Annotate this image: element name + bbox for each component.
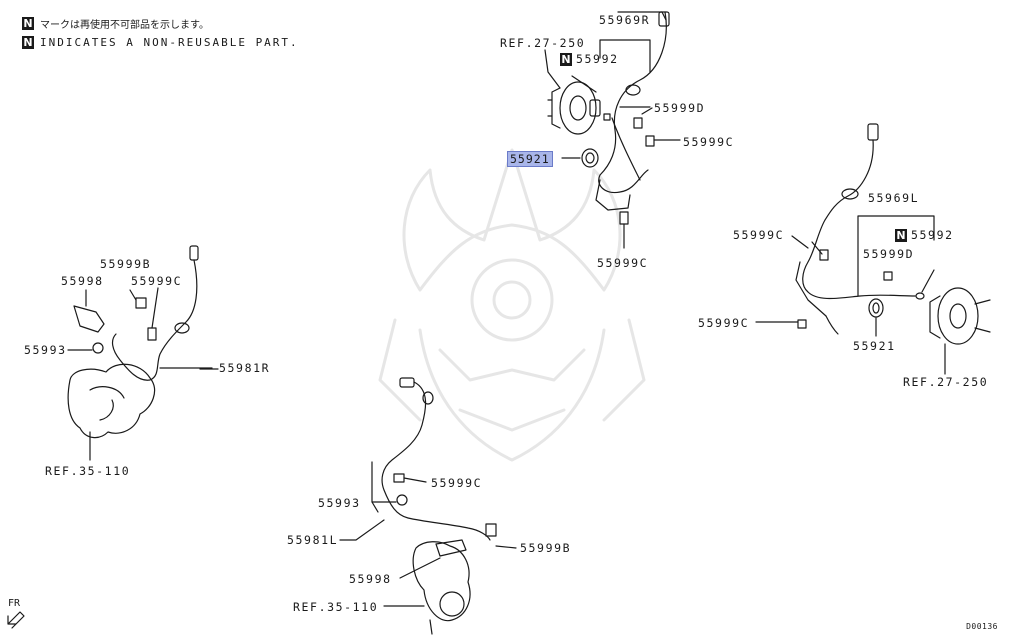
non-reusable-badge: N (22, 17, 34, 30)
non-reusable-badge: N (895, 228, 907, 242)
part-55999D-top[interactable]: 55999D (654, 101, 706, 115)
part-55999B-left[interactable]: 55999B (100, 257, 152, 271)
part-55981L[interactable]: 55981L (287, 533, 339, 547)
part-55999D-right[interactable]: 55999D (863, 247, 915, 261)
ref-27-250-right[interactable]: REF.27-250 (903, 375, 989, 389)
part-number-text: 55992 (576, 52, 619, 66)
part-55981R[interactable]: 55981R (219, 361, 271, 375)
watermark-emblem (378, 148, 646, 462)
leader-lines (199, 106, 651, 370)
front-right-sensor-assembly (544, 11, 681, 249)
part-55999C-bottom[interactable]: 55999C (431, 476, 483, 490)
front-left-knuckle-assembly (67, 245, 213, 461)
part-number-text: 55992 (911, 228, 954, 242)
ref-35-110-bottom[interactable]: REF.35-110 (293, 600, 379, 614)
part-55969R[interactable]: 55969R (599, 13, 651, 27)
part-55999C-left[interactable]: 55999C (131, 274, 183, 288)
part-55992-top[interactable]: N 55992 (560, 52, 619, 66)
part-55999C-right-lower[interactable]: 55999C (698, 316, 750, 330)
part-55993-bottom[interactable]: 55993 (318, 496, 361, 510)
fr-label: FR (8, 598, 21, 609)
rear-left-sensor-assembly (755, 123, 991, 375)
fr-arrow-icon (7, 611, 25, 629)
non-reusable-badge: N (560, 52, 572, 66)
part-55998-bottom[interactable]: 55998 (349, 572, 392, 586)
notice-japanese-text: マークは再使用不可部品を示します。 (40, 20, 209, 31)
part-55999C-right-upper[interactable]: 55999C (733, 228, 785, 242)
part-55998-left[interactable]: 55998 (61, 274, 104, 288)
ref-27-250-top[interactable]: REF.27-250 (500, 36, 586, 50)
part-55992-right[interactable]: N 55992 (895, 228, 954, 242)
part-55999C-top-bottom[interactable]: 55999C (597, 256, 649, 270)
notice-english: N INDICATES A NON-REUSABLE PART. (22, 36, 299, 49)
part-55999B-bottom[interactable]: 55999B (520, 541, 572, 555)
non-reusable-badge: N (22, 36, 34, 49)
ref-35-110-left[interactable]: REF.35-110 (45, 464, 131, 478)
part-55969L[interactable]: 55969L (868, 191, 920, 205)
part-55999C-top-right[interactable]: 55999C (683, 135, 735, 149)
notice-japanese: N マークは再使用不可部品を示します。 (22, 16, 209, 31)
notice-english-text: INDICATES A NON-REUSABLE PART. (40, 36, 299, 49)
drawing-code: D00136 (966, 622, 998, 631)
part-55993-left[interactable]: 55993 (24, 343, 67, 357)
rear-right-knuckle-assembly (339, 377, 517, 635)
part-55921-top-highlighted[interactable]: 55921 (507, 151, 553, 167)
part-55921-right[interactable]: 55921 (853, 339, 896, 353)
